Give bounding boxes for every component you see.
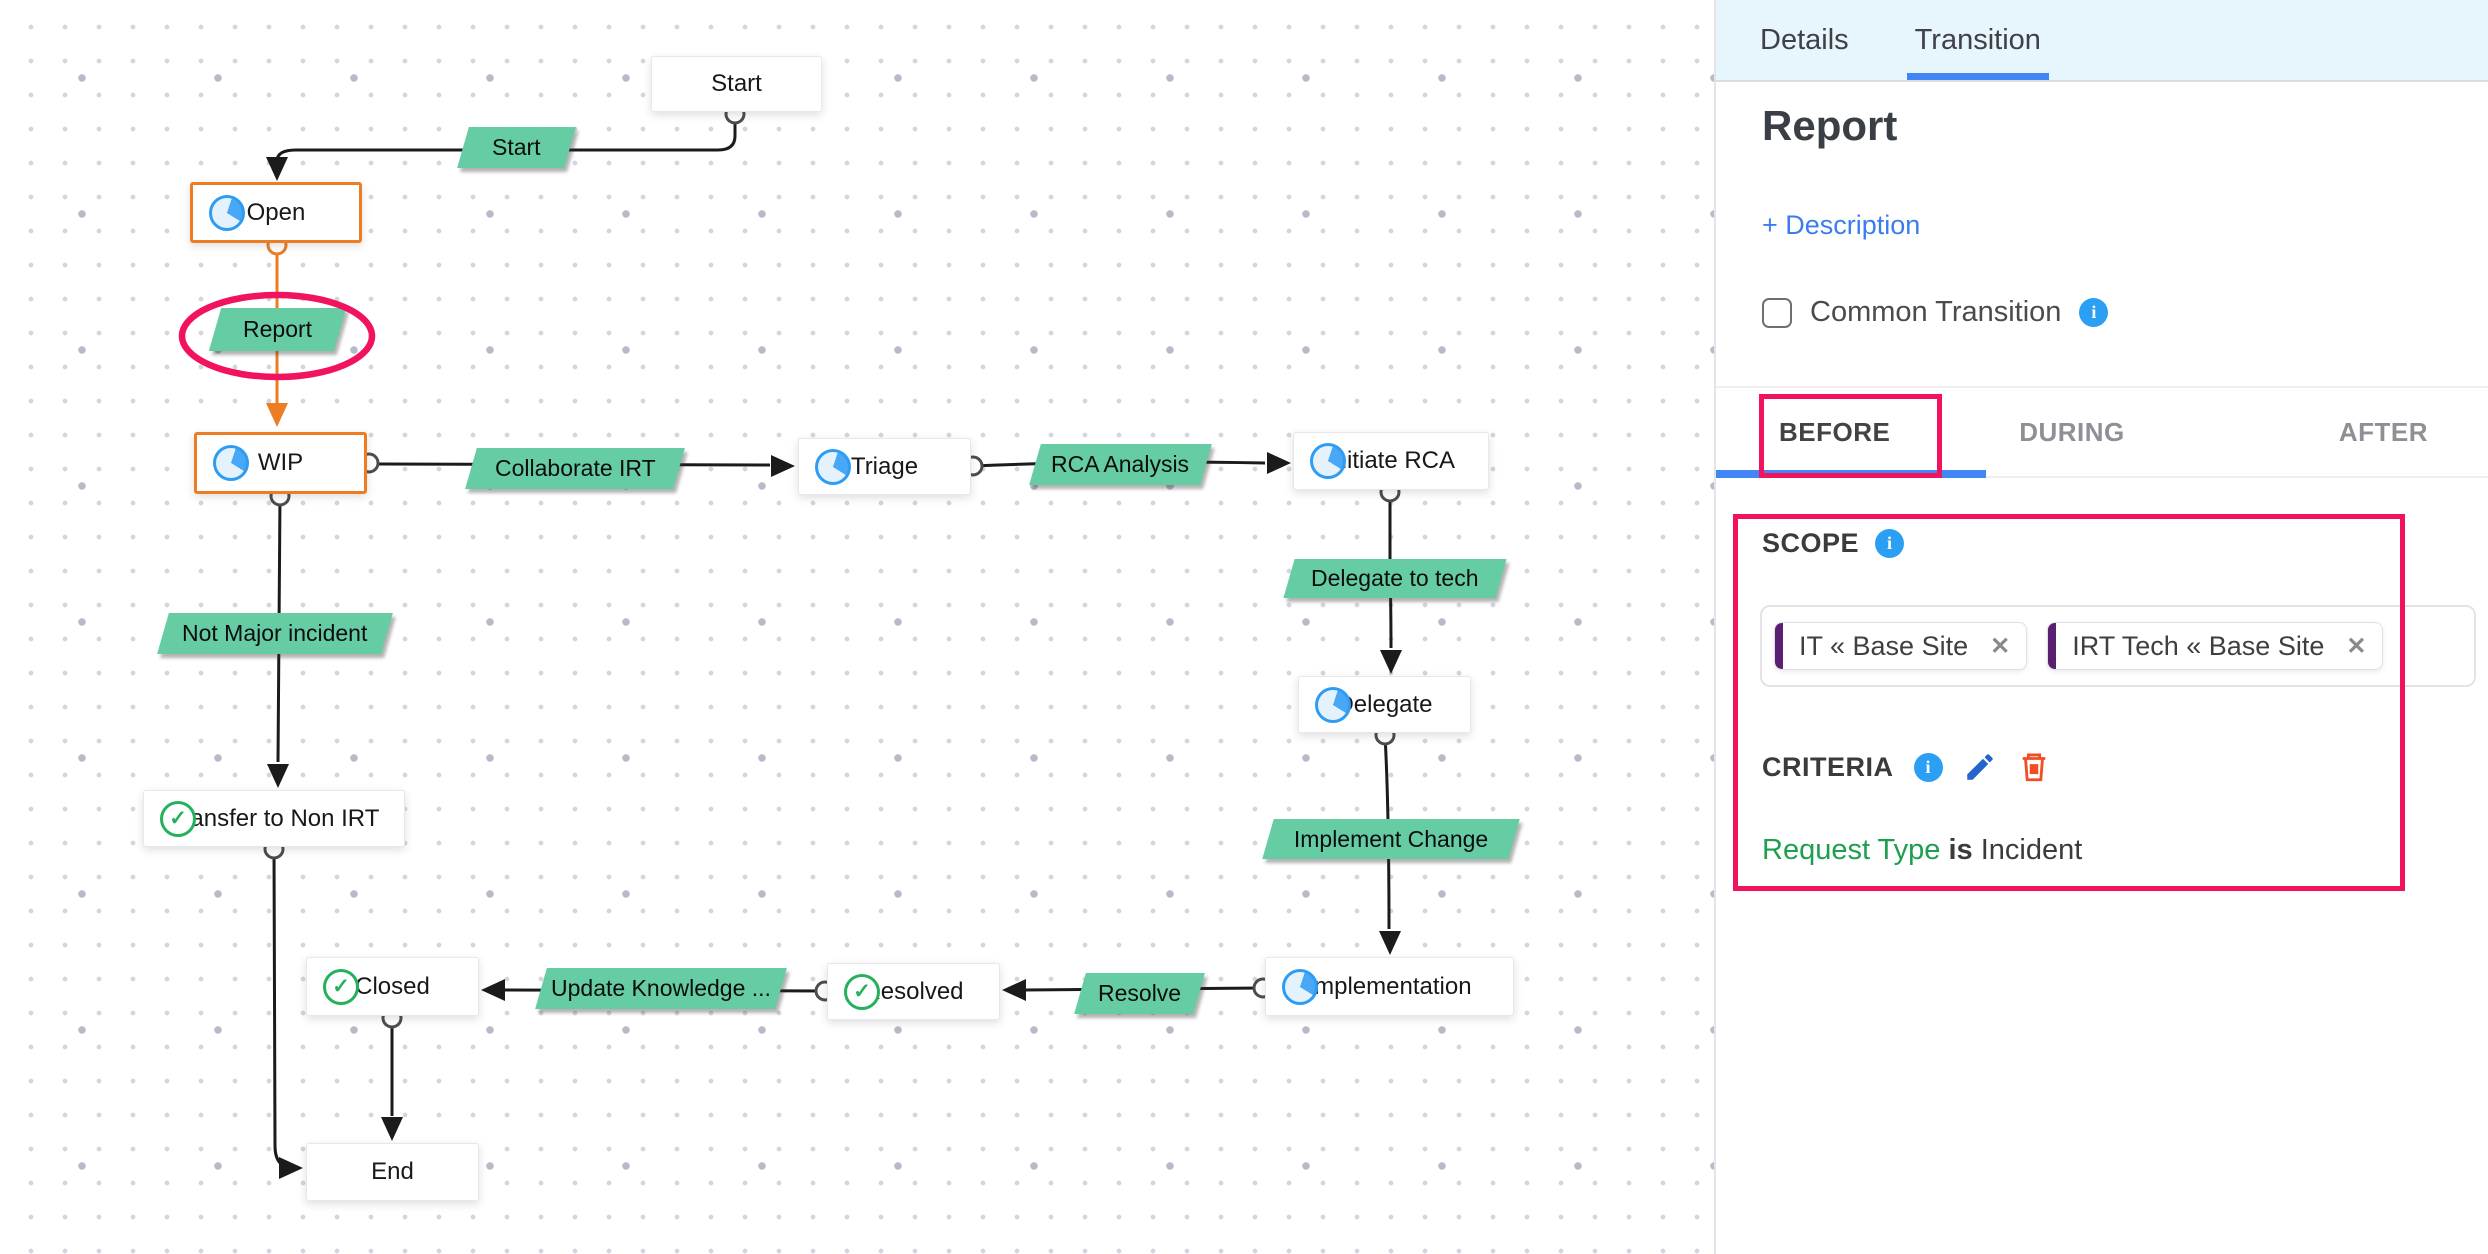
common-transition-row: Common Transition i — [1762, 296, 2109, 329]
chip-accent-bar — [2048, 623, 2057, 669]
tab-during[interactable]: DURING — [2019, 416, 2125, 447]
node-wip[interactable]: WIP — [194, 432, 367, 494]
in-progress-status-icon — [1310, 443, 1346, 479]
transition-panel: Details Transition Report + Description … — [1714, 0, 2488, 1254]
scope-heading: SCOPE — [1762, 528, 1860, 558]
node-transfer[interactable]: ✓Transfer to Non IRT — [143, 790, 405, 847]
transition-label-text: Update Knowledge ... — [551, 974, 771, 1001]
criteria-header: CRITERIA i — [1762, 750, 2051, 784]
common-transition-checkbox[interactable] — [1762, 297, 1792, 328]
edge-transfer-end — [272, 848, 297, 1170]
node-label: Resolved — [863, 977, 964, 1005]
criteria-expression: Request Type is Incident — [1762, 834, 2082, 867]
edge-start-open — [275, 114, 737, 162]
transition-label-text: Start — [491, 133, 541, 160]
info-icon[interactable]: i — [2079, 298, 2109, 327]
tab-before[interactable]: BEFORE — [1778, 416, 1891, 447]
transition-label-not-major-incident[interactable]: Not Major incident — [157, 612, 393, 654]
node-label: WIP — [257, 449, 304, 476]
common-transition-label: Common Transition — [1810, 296, 2062, 328]
arrowheads — [266, 157, 1402, 1179]
chip-accent-bar — [1775, 623, 1783, 669]
delete-trash-icon[interactable] — [2017, 750, 2051, 784]
transition-label-collaborate-irt[interactable]: Collaborate IRT — [465, 447, 685, 489]
transition-label-text: Report — [242, 315, 312, 342]
completed-status-icon: ✓ — [844, 973, 880, 1010]
phase-tab-bar: BEFORE DURING AFTER — [1716, 386, 2488, 478]
completed-status-icon: ✓ — [160, 800, 196, 837]
in-progress-status-icon — [1282, 968, 1318, 1005]
criteria-operator: is — [1948, 834, 1973, 866]
transition-label-report[interactable]: Report — [208, 307, 346, 351]
node-label: Initiate RCA — [1326, 447, 1456, 474]
node-triage[interactable]: Triage — [798, 438, 971, 495]
add-description-link[interactable]: + Description — [1762, 210, 1921, 240]
info-icon[interactable]: i — [1875, 529, 1905, 558]
node-label: End — [371, 1158, 414, 1185]
node-label: Closed — [355, 972, 430, 1000]
transition-label-text: Delegate to tech — [1311, 564, 1479, 591]
scope-header: SCOPE i — [1762, 528, 1905, 559]
transition-label-text: Collaborate IRT — [494, 454, 656, 481]
in-progress-status-icon — [213, 445, 249, 481]
panel-tab-bar: Details Transition — [1716, 0, 2488, 82]
node-label: Implementation — [1307, 972, 1472, 1000]
criteria-field: Request Type — [1762, 834, 1941, 866]
tab-details[interactable]: Details — [1760, 23, 1849, 56]
node-delegate[interactable]: Delegate — [1298, 676, 1471, 733]
transition-label-delegate-to-tech[interactable]: Delegate to tech — [1283, 558, 1507, 598]
active-phase-underline — [1716, 470, 1986, 478]
node-open[interactable]: Open — [190, 182, 362, 243]
scope-chip: IT « Base Site ✕ — [1774, 622, 2028, 670]
chip-label: IRT Tech « Base Site — [2072, 630, 2325, 661]
node-label: Start — [711, 70, 762, 97]
info-icon[interactable]: i — [1913, 752, 1943, 782]
edit-pencil-icon[interactable] — [1963, 750, 1997, 784]
node-start[interactable]: Start — [651, 56, 822, 112]
transition-label-implement-change[interactable]: Implement Change — [1262, 819, 1520, 859]
transition-label-text: Not Major incident — [182, 619, 368, 646]
chip-label: IT « Base Site — [1799, 630, 1969, 661]
tab-after[interactable]: AFTER — [2338, 416, 2428, 447]
completed-status-icon: ✓ — [323, 968, 359, 1005]
transition-title: Report — [1762, 102, 1898, 149]
node-implementation[interactable]: Implementation — [1265, 957, 1514, 1016]
node-closed[interactable]: ✓Closed — [306, 957, 479, 1016]
connection-ports[interactable] — [263, 103, 1401, 1029]
transition-label-rca-analysis[interactable]: RCA Analysis — [1028, 443, 1212, 485]
transition-label-start-t[interactable]: Start — [456, 126, 576, 168]
in-progress-status-icon — [815, 448, 851, 485]
transition-label-update-knowledge[interactable]: Update Knowledge ... — [535, 967, 787, 1009]
node-initiate-rca[interactable]: Initiate RCA — [1293, 432, 1489, 490]
node-end[interactable]: End — [306, 1143, 479, 1201]
scope-chip: IRT Tech « Base Site ✕ — [2047, 622, 2384, 670]
chip-remove-icon[interactable]: ✕ — [1990, 632, 2011, 660]
criteria-value: Incident — [1980, 834, 2083, 866]
node-label: Delegate — [1336, 690, 1433, 718]
criteria-heading: CRITERIA — [1762, 751, 1894, 782]
node-resolved[interactable]: ✓Resolved — [827, 963, 1000, 1020]
node-label: Transfer to Non IRT — [168, 804, 380, 832]
transition-label-resolve[interactable]: Resolve — [1073, 972, 1205, 1014]
transition-label-text: RCA Analysis — [1050, 450, 1190, 477]
chip-remove-icon[interactable]: ✕ — [2346, 632, 2367, 660]
in-progress-status-icon — [1315, 686, 1351, 723]
node-label: Open — [246, 198, 306, 226]
tab-transition[interactable]: Transition — [1906, 0, 2050, 80]
transition-label-text: Resolve — [1097, 979, 1181, 1006]
transition-label-text: Implement Change — [1293, 825, 1489, 852]
scope-input[interactable]: IT « Base Site ✕ IRT Tech « Base Site ✕ — [1760, 605, 2476, 687]
in-progress-status-icon — [209, 194, 245, 231]
node-label: Triage — [850, 452, 919, 480]
